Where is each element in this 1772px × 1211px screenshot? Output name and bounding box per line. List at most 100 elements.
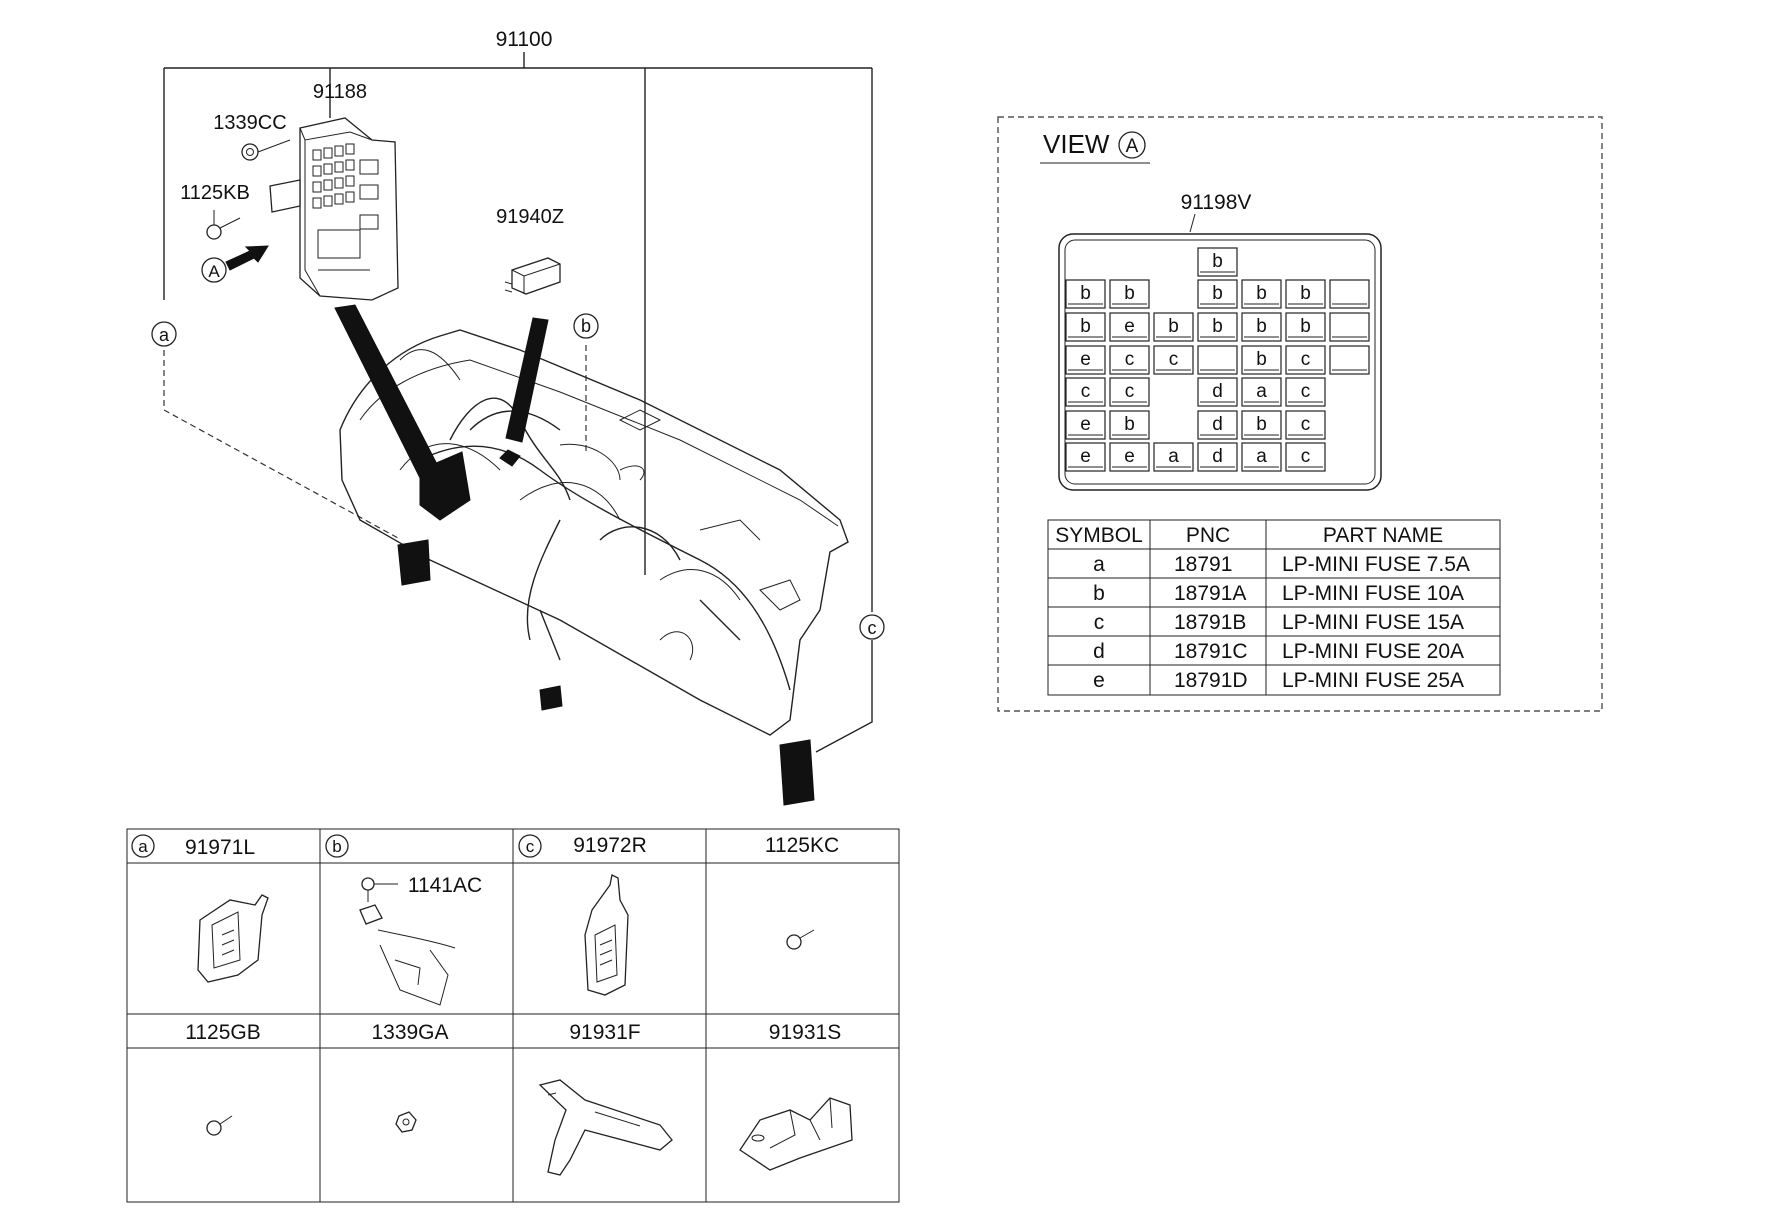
parts-cell-label: 1125KC <box>765 834 839 857</box>
leader-lines <box>163 52 873 612</box>
fuse-slot-symbol: c <box>1169 349 1179 370</box>
parts-grid: a 91971L b 1141AC c 91972R <box>126 828 900 1203</box>
fuse-slot: b <box>1241 345 1282 375</box>
fuse-slot <box>1329 279 1370 309</box>
legend-row: e 18791D LP-MINI FUSE 25A <box>1093 669 1464 692</box>
fuse-slot-symbol: e <box>1080 446 1091 467</box>
junction-box-icon <box>269 117 399 301</box>
nut-icon <box>241 139 291 161</box>
svg-text:c: c <box>868 618 877 638</box>
bolt-bracket-icon <box>359 877 456 1006</box>
fuse-slot: e <box>1065 442 1106 472</box>
fuse-slot: c <box>1285 410 1326 440</box>
callout-bolt: 1125KB <box>180 182 250 204</box>
fuse-slot-symbol: e <box>1080 349 1091 370</box>
legend-row: d 18791C LP-MINI FUSE 20A <box>1093 640 1464 663</box>
fuse-slot-symbol: e <box>1124 446 1135 467</box>
fuse-slot: c <box>1285 442 1326 472</box>
legend-pnc: 18791D <box>1174 669 1248 692</box>
leader-c <box>815 640 873 753</box>
band-junction <box>334 304 441 479</box>
legend-header-symbol: SYMBOL <box>1055 524 1143 547</box>
legend-pnc: 18791A <box>1174 582 1246 605</box>
fuse-slot-symbol: b <box>1256 349 1267 370</box>
fuse-block-label: 91198V <box>1181 191 1252 214</box>
fuse-slot: b <box>1241 312 1282 342</box>
fuse-slot: d <box>1197 442 1238 472</box>
parts-cell-b: b 1141AC <box>325 834 482 1006</box>
leader-a <box>163 330 399 539</box>
fuse-slot-symbol: d <box>1212 414 1223 435</box>
fuse-slot-symbol: c <box>1125 349 1135 370</box>
parts-cell-label: 91931F <box>569 1021 640 1044</box>
legend-pnc: 18791 <box>1174 553 1232 576</box>
fuse-slot: e <box>1109 442 1150 472</box>
fuse-slot-symbol: b <box>1080 316 1091 337</box>
fuse-slot: c <box>1153 345 1194 375</box>
assembly-label: 91100 <box>496 28 553 51</box>
bolt-icon <box>786 929 815 950</box>
legend-row: a 18791 LP-MINI FUSE 7.5A <box>1093 553 1470 576</box>
bolt-icon <box>206 1115 233 1136</box>
fuse-slot: b <box>1065 279 1106 309</box>
bolt-icon <box>206 210 241 240</box>
fuse-slot: c <box>1109 345 1150 375</box>
callout-connector: 91940Z <box>496 206 564 228</box>
main-assembly: 91100 91188 1339CC 1125KB 91940Z <box>151 28 885 806</box>
parts-cell-marker-icon <box>131 834 155 858</box>
fuse-legend-table: SYMBOL PNC PART NAME a 18791 LP-MINI FUS… <box>1047 519 1501 696</box>
clip-bracket-icon <box>739 1097 853 1171</box>
fuse-slot: e <box>1065 345 1106 375</box>
fuse-slot-symbol: b <box>1124 283 1135 304</box>
fuse-slot <box>1197 345 1238 375</box>
fuse-slot: d <box>1197 410 1238 440</box>
fuse-slot: b <box>1197 312 1238 342</box>
fuse-slot-symbol: c <box>1301 414 1311 435</box>
fuse-slot: e <box>1065 410 1106 440</box>
fuse-slot-symbol: d <box>1212 381 1223 402</box>
fuse-slot-symbol: a <box>1256 381 1267 402</box>
legend-part-name: LP-MINI FUSE 20A <box>1282 640 1464 663</box>
fuse-slot-symbol: c <box>1301 349 1311 370</box>
parts-cell-1339ga: 1339GA <box>371 1021 449 1133</box>
legend-row: b 18791A LP-MINI FUSE 10A <box>1093 582 1464 605</box>
connector-icon <box>504 257 561 295</box>
fuse-slot-symbol: c <box>1081 381 1091 402</box>
fuse-slot: c <box>1285 345 1326 375</box>
fuse-slot-symbol: b <box>1212 251 1223 272</box>
fuse-slot: b <box>1109 410 1150 440</box>
fuse-slot: c <box>1065 377 1106 407</box>
fuse-slot: b <box>1109 279 1150 309</box>
bracket-left-icon <box>197 894 269 983</box>
legend-symbol: e <box>1093 669 1105 692</box>
bracket-right-icon <box>584 874 629 996</box>
legend-part-name: LP-MINI FUSE 10A <box>1282 582 1464 605</box>
mounting-bracket-icon <box>538 1079 673 1176</box>
view-a-arrow: A <box>201 245 269 283</box>
marker-c: c <box>859 614 885 640</box>
parts-cell-label: 91931S <box>769 1021 841 1044</box>
fuse-slot <box>1329 345 1370 375</box>
legend-part-name: LP-MINI FUSE 7.5A <box>1282 553 1470 576</box>
fuse-slot-symbol: c <box>1301 381 1311 402</box>
fuse-slot-symbol: a <box>1256 446 1267 467</box>
callout-junction-box: 91188 <box>313 81 367 103</box>
fuse-slot-symbol: a <box>1168 446 1179 467</box>
fuse-slot-symbol: c <box>1301 446 1311 467</box>
legend-symbol: a <box>1093 553 1105 576</box>
callout-nut: 1339CC <box>213 112 286 134</box>
fuse-slot-symbol: b <box>1080 283 1091 304</box>
parts-cell-label: 91971L <box>185 836 255 859</box>
view-a-title: VIEW <box>1043 129 1110 159</box>
parts-cell-c: c 91972R <box>518 834 647 996</box>
fuse-slot-symbol: c <box>1125 381 1135 402</box>
fuse-slot-symbol: e <box>1124 316 1135 337</box>
parts-cell-label: 1339GA <box>371 1021 448 1044</box>
view-a-marker-text: A <box>208 262 220 281</box>
parts-cell-1125gb: 1125GB <box>185 1021 261 1136</box>
fuse-slot-symbol: d <box>1212 446 1223 467</box>
fuse-slot: a <box>1241 377 1282 407</box>
